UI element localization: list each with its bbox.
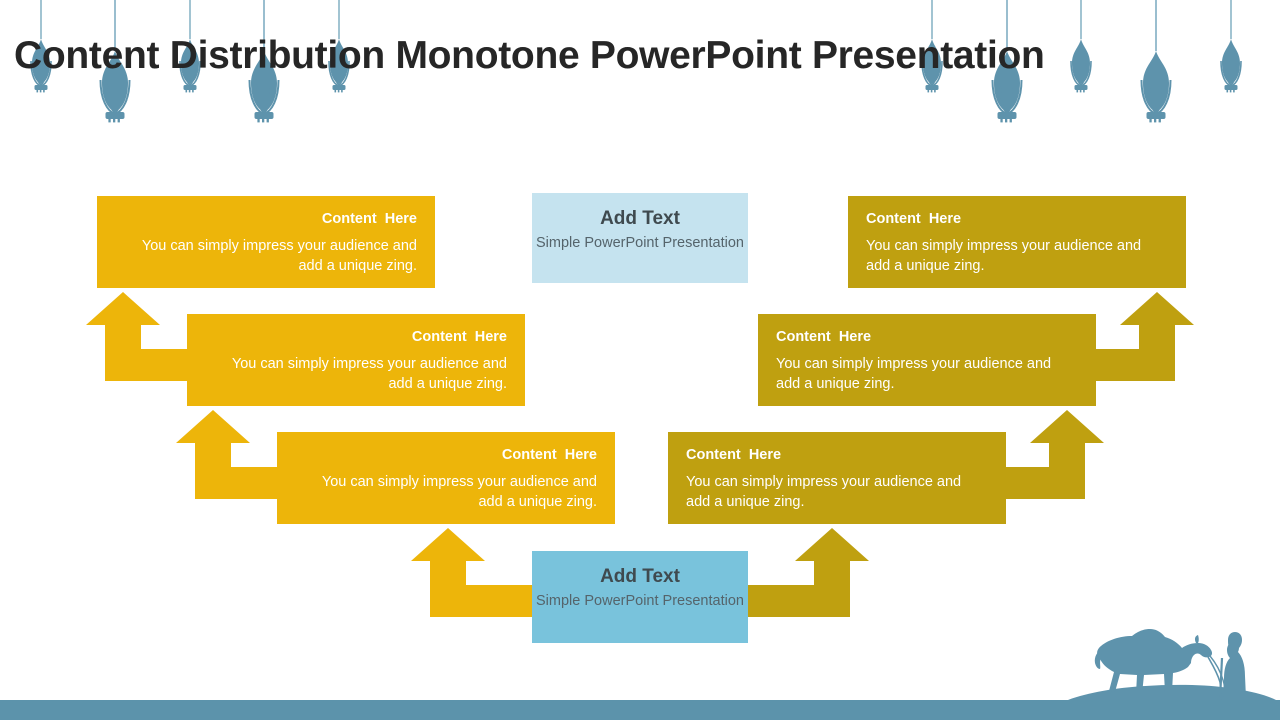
arrow-left-addtext-to-bottom [411, 528, 533, 617]
content-box-left-2[interactable]: Content Here You can simply impress your… [187, 314, 525, 406]
content-box-heading: Content Here [866, 211, 962, 227]
add-text-box-top[interactable]: Add Text Simple PowerPoint Presentation [532, 193, 748, 283]
content-box-right-3[interactable]: Content Here You can simply impress your… [668, 432, 1006, 524]
content-box-heading: Content Here [321, 211, 417, 227]
content-box-body: You can simply impress your audience and… [321, 474, 597, 510]
content-box-right-2[interactable]: Content Here You can simply impress your… [758, 314, 1096, 406]
content-box-heading: Content Here [776, 329, 872, 345]
content-box-heading: Content Here [501, 447, 597, 463]
content-box-left-3[interactable]: Content Here You can simply impress your… [277, 432, 615, 524]
add-text-heading: Add Text [600, 208, 680, 229]
add-text-body: Simple PowerPoint Presentation [536, 593, 744, 609]
camel-and-bedouin-silhouette [1060, 612, 1280, 702]
content-box-heading: Content Here [411, 329, 507, 345]
arrow-right-middle-to-top [1092, 292, 1194, 381]
arrow-right-bottom-to-middle [1002, 410, 1104, 499]
content-box-body: You can simply impress your audience and… [141, 238, 417, 274]
camel-svg [1068, 629, 1276, 701]
content-box-body: You can simply impress your audience and… [231, 356, 507, 392]
arrow-left-bottom-to-middle [176, 410, 278, 499]
arrow-left-middle-to-top [86, 292, 188, 381]
page-title: Content Distribution Monotone PowerPoint… [14, 34, 1045, 77]
content-box-left-1[interactable]: Content Here You can simply impress your… [97, 196, 435, 288]
footer-bar [0, 700, 1280, 720]
add-text-heading: Add Text [600, 566, 680, 587]
content-box-heading: Content Here [686, 447, 782, 463]
content-box-right-1[interactable]: Content Here You can simply impress your… [848, 196, 1186, 288]
add-text-box-bottom[interactable]: Add Text Simple PowerPoint Presentation [532, 551, 748, 643]
content-box-body: You can simply impress your audience and… [776, 356, 1052, 392]
content-box-body: You can simply impress your audience and… [686, 474, 962, 510]
content-box-body: You can simply impress your audience and… [866, 238, 1142, 274]
add-text-body: Simple PowerPoint Presentation [536, 235, 744, 251]
arrow-right-addtext-to-bottom [747, 528, 869, 617]
